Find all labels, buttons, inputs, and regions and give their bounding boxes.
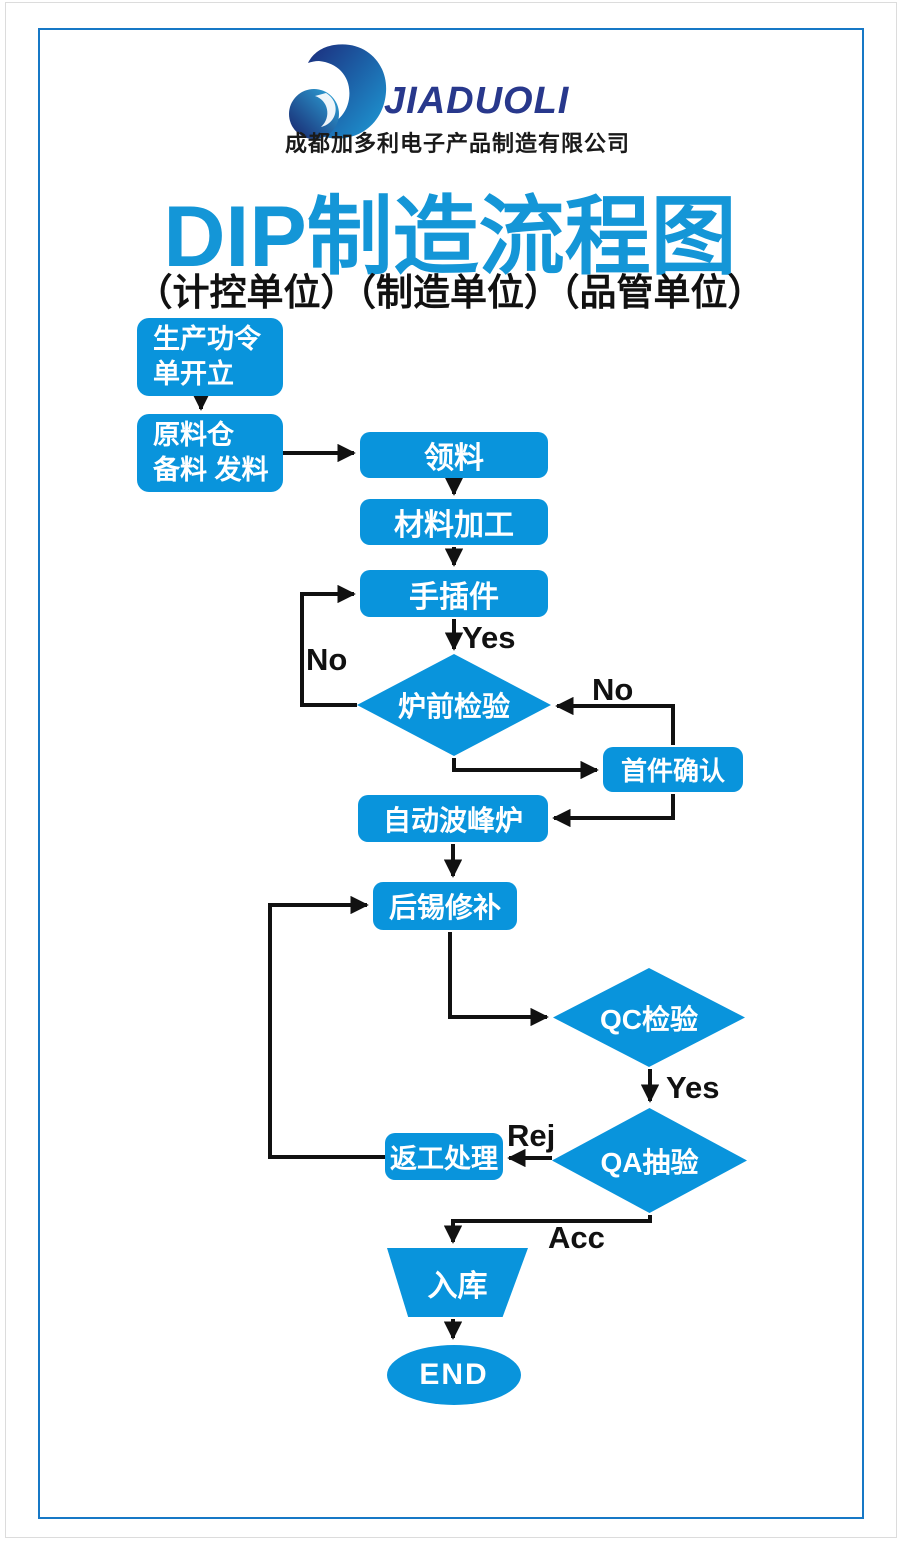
edge-label-no: No (306, 642, 348, 677)
edge-firstarticle-no-preoven (555, 696, 675, 745)
edge-preoven-firstarticle (452, 758, 599, 780)
edge-label-rej: Rej (507, 1118, 556, 1153)
edge-label-yes: Yes (666, 1070, 720, 1105)
node-warehouse-in: 入库 (387, 1248, 528, 1317)
node-work-order: 生产功令 单开立 (137, 318, 283, 396)
page-subtitle: （计控单位）（制造单位）（品管单位） (135, 272, 765, 313)
node-material-processing: 材料加工 (360, 499, 548, 545)
page-title: DIP制造流程图 (163, 189, 737, 285)
node-wave-solder: 自动波峰炉 (358, 795, 548, 842)
node-first-article-confirm: 首件确认 (603, 747, 743, 792)
node-qa-sampling: QA抽验 (552, 1108, 747, 1213)
node-pre-oven-inspection: 炉前检验 (357, 654, 551, 756)
node-rework: 返工处理 (385, 1133, 503, 1180)
node-solder-touch-up: 后锡修补 (373, 882, 517, 930)
edge-label-yes: Yes (462, 620, 516, 655)
company-name: 成都加多利电子产品制造有限公司 (285, 131, 631, 156)
brand-text: JIADUOLI (384, 80, 570, 122)
edge-label-no: No (592, 672, 634, 707)
edge-rework-touchup (268, 895, 385, 1159)
edge-label-acc: Acc (548, 1220, 605, 1255)
node-end: END (387, 1345, 521, 1405)
node-hand-insert: 手插件 (360, 570, 548, 617)
node-qc-inspection: QC检验 (553, 968, 745, 1067)
node-raw-material: 原料仓 备料 发料 (137, 414, 283, 492)
jiaduoli-logo-icon (289, 44, 387, 139)
edge-touchup-qc (448, 932, 549, 1027)
node-pick-material: 领料 (360, 432, 548, 478)
edge-firstarticle-wavesolder (552, 794, 675, 828)
